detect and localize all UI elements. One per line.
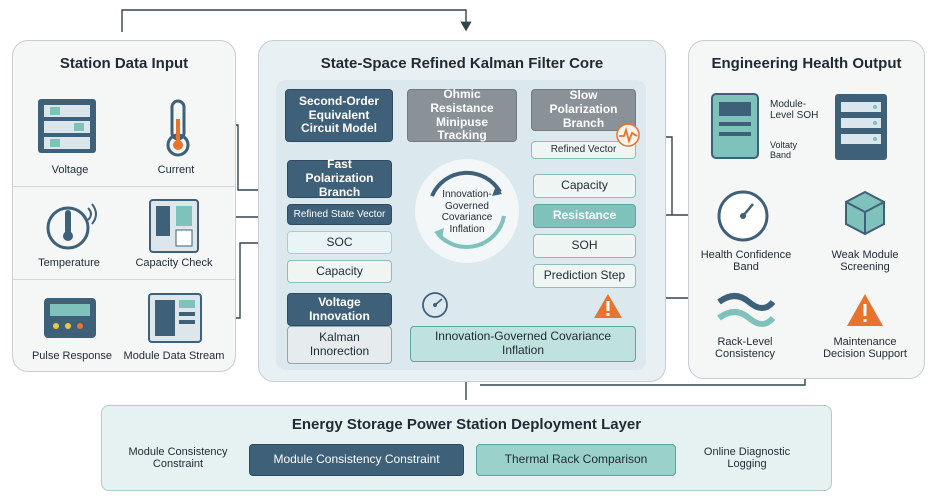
resistance-box: Resistance — [533, 204, 636, 228]
deployment-layer-panel: Energy Storage Power Station Deployment … — [101, 405, 832, 491]
online-diagnostic-logging-text: Online Diagnostic Logging — [703, 446, 791, 470]
refined-state-vector-box: Refined State Vector — [287, 204, 392, 225]
temperature-label: Temperature — [38, 257, 100, 269]
health-gauge-icon — [717, 190, 769, 242]
maintenance-decision-support-label: Maintenance Decision Support — [823, 336, 907, 360]
kalman-correction-box: Kalman Innorection — [287, 326, 392, 364]
fast-polarization-box: Fast Polarization Branch — [287, 157, 392, 199]
server-rack-icon — [835, 94, 887, 160]
voltage-band-label: Voltaty Band — [770, 140, 798, 160]
gauge-icon — [422, 292, 448, 318]
output-panel-title: Engineering Health Output — [711, 55, 902, 72]
second-order-model-box: Second-Order Equivalent Circuit Model — [285, 89, 393, 142]
capacity-right-box: Capacity — [533, 174, 636, 198]
covariance-inflation-box: Innovation-Governed Covariance Inflation — [410, 326, 636, 362]
divider — [13, 186, 235, 187]
weak-module-screening-label: Weak Module Screening — [831, 249, 899, 273]
voltage-innovation-box: Voltage Innovation — [287, 293, 392, 326]
center-inflation-text: Innovation-Governed Covariance Inflation — [441, 189, 493, 235]
pulse-response-label: Pulse Response — [31, 350, 113, 362]
battery-rack-icon — [38, 99, 96, 153]
warning-triangle-icon — [594, 294, 622, 318]
module-data-stream-label: Module Data Stream — [123, 350, 225, 362]
thermometer-icon — [166, 99, 190, 157]
warning-signal-icon — [616, 123, 640, 147]
soc-box: SOC — [287, 231, 392, 254]
thermal-rack-comparison-box: Thermal Rack Comparison — [476, 444, 676, 476]
covariance-cycle-icon — [415, 159, 519, 263]
soh-box: SOH — [533, 234, 636, 258]
maintenance-warning-icon — [847, 294, 883, 326]
capacity-check-label: Capacity Check — [135, 257, 213, 269]
capacity-left-box: Capacity — [287, 260, 392, 283]
prediction-step-box: Prediction Step — [533, 264, 636, 288]
temperature-probe-icon — [46, 203, 97, 250]
input-panel-title: Station Data Input — [59, 55, 189, 72]
deployment-title: Energy Storage Power Station Deployment … — [291, 416, 642, 433]
weak-module-cube-icon — [845, 190, 885, 236]
ohmic-resistance-box: Ohmic Resistance Minipuse Tracking — [407, 87, 517, 142]
voltage-label: Voltage — [51, 164, 89, 176]
capacity-tester-icon — [149, 199, 199, 253]
module-consistency-constraint-box: Module Consistency Constraint — [249, 444, 464, 476]
rack-level-consistency-label: Rack-Level Consistency — [715, 336, 775, 360]
health-confidence-band-label: Health Confidence Band — [700, 249, 792, 273]
server-cabinet-icon — [148, 293, 202, 343]
module-level-soh-label: Module-Level SOH — [770, 99, 819, 121]
core-panel-title: State-Space Refined Kalman Filter Core — [320, 55, 604, 72]
divider — [13, 279, 235, 280]
rack-consistency-icon — [717, 293, 775, 327]
refined-vector-box: Refined Vector — [531, 141, 636, 159]
current-label: Current — [157, 164, 195, 176]
battery-module-icon — [711, 93, 759, 159]
slow-polarization-box: Slow Polarization Branch — [531, 88, 636, 131]
module-consistency-constraint-text: Module Consistency Constraint — [128, 446, 228, 470]
pulse-device-icon — [44, 298, 96, 338]
